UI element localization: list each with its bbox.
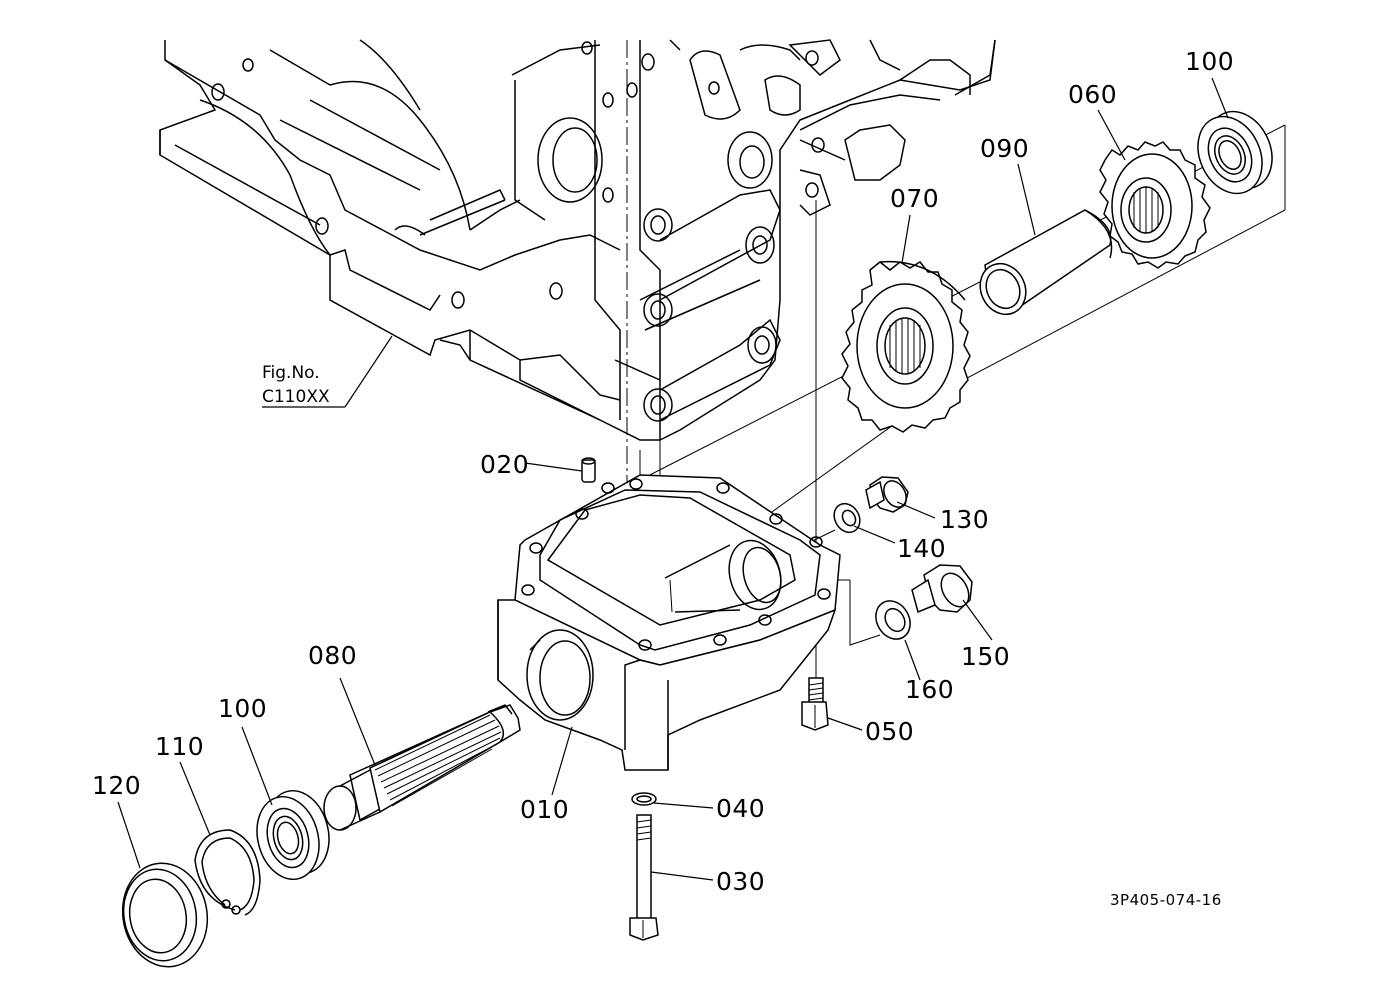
snap-ring-110: [194, 829, 261, 916]
plug-150: [911, 564, 973, 614]
spring-washer-040: [631, 792, 657, 806]
label-030: 030: [716, 867, 765, 896]
label-130: 130: [940, 505, 989, 534]
label-150: 150: [961, 642, 1010, 671]
label-040: 040: [716, 794, 765, 823]
part-labels: Fig.No. C110XX 100 060 090 070 020 130 1…: [92, 47, 1234, 909]
oil-seal-120: [121, 862, 209, 968]
label-160: 160: [905, 675, 954, 704]
label-120: 120: [92, 771, 141, 800]
bolt-050: [801, 677, 829, 731]
label-100-left: 100: [218, 694, 267, 723]
bearing-100-top: [1197, 110, 1273, 195]
label-010: 010: [520, 795, 569, 824]
figure-reference-line1: Fig.No.: [262, 363, 320, 383]
label-050: 050: [865, 717, 914, 746]
bearing-100-left: [256, 789, 330, 881]
plug-130: [865, 476, 909, 513]
washer-160: [875, 600, 911, 640]
leader-lines: [117, 77, 1229, 881]
label-090: 090: [980, 134, 1029, 163]
label-020: 020: [480, 450, 529, 479]
gear-060: [1099, 141, 1211, 269]
label-100-top: 100: [1185, 47, 1234, 76]
figure-reference-line2: C110XX: [262, 387, 330, 407]
sleeve-090: [979, 209, 1113, 316]
gear-070: [841, 260, 971, 433]
housing-010: [497, 474, 841, 771]
label-110: 110: [155, 732, 204, 761]
label-070: 070: [890, 184, 939, 213]
dowel-pin-020: [581, 457, 596, 483]
drawing-code: 3P405-074-16: [1110, 891, 1222, 909]
transmission-case-drawing: [159, 39, 996, 441]
bolt-030: [629, 814, 659, 941]
washer-140: [833, 502, 861, 534]
label-060: 060: [1068, 80, 1117, 109]
label-080: 080: [308, 641, 357, 670]
shaft-080: [323, 704, 521, 831]
label-140: 140: [897, 534, 946, 563]
